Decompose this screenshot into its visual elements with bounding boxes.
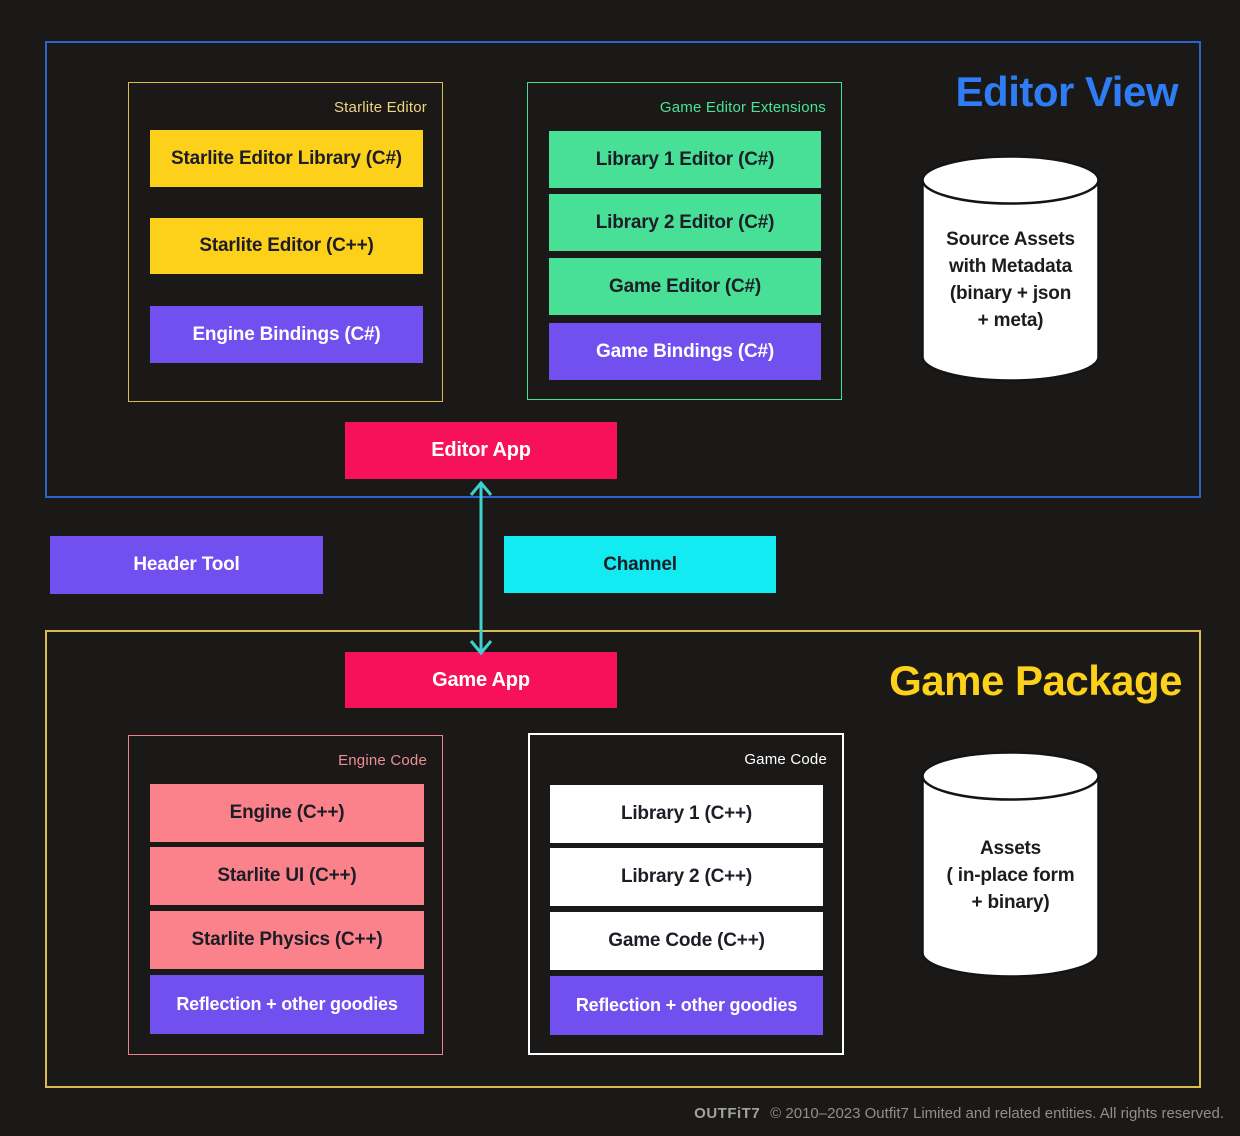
node-engine-cpp: Engine (C++) <box>150 784 424 842</box>
node-library2-editor: Library 2 Editor (C#) <box>549 194 821 251</box>
cyl-line: with Metadata <box>948 256 1073 277</box>
cylinder-icon <box>921 155 1100 382</box>
editor-view-frame <box>45 41 1201 498</box>
node-channel: Channel <box>504 536 776 593</box>
node-game-bindings: Game Bindings (C#) <box>549 323 821 380</box>
game-editor-extensions-group: Game Editor Extensions Library 1 Editor … <box>527 82 842 400</box>
node-game-app: Game App <box>345 652 617 708</box>
node-engine-bindings: Engine Bindings (C#) <box>150 306 423 363</box>
cyl-line: + meta) <box>977 310 1044 331</box>
node-library1-editor: Library 1 Editor (C#) <box>549 131 821 188</box>
cyl-line: + binary) <box>971 892 1050 913</box>
cyl-line: Source Assets <box>946 229 1075 250</box>
cylinder-icon <box>921 751 1100 978</box>
editor-view-title: Editor View <box>955 68 1179 115</box>
node-library2-cpp: Library 2 (C++) <box>550 848 823 906</box>
game-code-label: Game Code <box>744 751 827 768</box>
copyright-text: © 2010–2023 Outfit7 Limited and related … <box>770 1105 1224 1122</box>
footer: OUTFiT7 © 2010–2023 Outfit7 Limited and … <box>694 1105 1224 1122</box>
cyl-line: (binary + json <box>949 283 1072 304</box>
node-header-tool: Header Tool <box>50 536 323 594</box>
assets-text: Assets ( in-place form + binary) <box>920 835 1101 916</box>
engine-code-label: Engine Code <box>338 752 427 769</box>
starlite-editor-group: Starlite Editor Starlite Editor Library … <box>128 82 443 402</box>
node-engine-reflection: Reflection + other goodies <box>150 975 424 1034</box>
source-assets-text: Source Assets with Metadata (binary + js… <box>920 226 1101 334</box>
source-assets-cylinder: Source Assets with Metadata (binary + js… <box>920 154 1101 383</box>
node-library1-cpp: Library 1 (C++) <box>550 785 823 843</box>
game-editor-extensions-label: Game Editor Extensions <box>659 99 826 116</box>
editor-game-arrow-icon <box>466 480 496 656</box>
node-starlite-ui: Starlite UI (C++) <box>150 847 424 905</box>
assets-cylinder: Assets ( in-place form + binary) <box>920 750 1101 979</box>
game-package-frame <box>45 630 1201 1088</box>
node-editor-app: Editor App <box>345 422 617 479</box>
engine-code-group: Engine Code Engine (C++) Starlite UI (C+… <box>128 735 443 1055</box>
node-game-code-cpp: Game Code (C++) <box>550 912 823 970</box>
starlite-editor-label: Starlite Editor <box>333 99 427 116</box>
cyl-line: ( in-place form <box>946 865 1075 886</box>
game-code-group: Game Code Library 1 (C++) Library 2 (C++… <box>528 733 844 1055</box>
node-starlite-editor-library: Starlite Editor Library (C#) <box>150 130 423 187</box>
node-starlite-physics: Starlite Physics (C++) <box>150 911 424 969</box>
node-game-reflection: Reflection + other goodies <box>550 976 823 1035</box>
node-starlite-editor-cpp: Starlite Editor (C++) <box>150 218 423 274</box>
node-game-editor: Game Editor (C#) <box>549 258 821 315</box>
outfit7-logo: OUTFiT7 <box>694 1105 761 1122</box>
cyl-line: Assets <box>979 838 1042 859</box>
game-package-title: Game Package <box>889 657 1182 704</box>
